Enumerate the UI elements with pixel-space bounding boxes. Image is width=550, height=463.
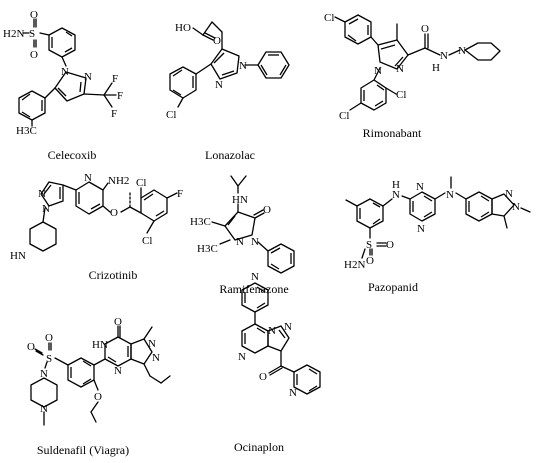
atom-o: O [114,316,122,328]
atom-oh: HO [175,22,191,34]
atom-nh2: NH2 [108,175,129,187]
atom-n: N [40,403,48,415]
atom-n: N [284,321,292,333]
atom-f: F [111,108,117,120]
atom-n: N [505,188,513,200]
sildenafil-atom-labels: O HN N N N S O O N N O [27,316,160,415]
atom-n: N [512,201,520,213]
rimonabant-atom-labels: Cl O N H N N N Cl Cl [324,12,466,122]
atom-n: N [84,172,92,184]
atom-n: N [215,79,223,91]
atom-cl: Cl [396,89,406,101]
atom-n: N [61,66,69,78]
atom-n: N [417,223,425,235]
atom-h: H [432,62,440,74]
atom-o: O [259,371,267,383]
atom-n: N [374,65,382,77]
atom-o: O [30,49,38,61]
atom-cl: Cl [324,12,334,24]
atom-n: N [239,60,247,72]
atom-o: O [27,341,35,353]
lonazolac-structure [169,21,290,108]
atom-cl: Cl [136,177,146,189]
caption-celecoxib: Celecoxib [47,148,97,162]
caption-pazopanid: Pazopanid [368,280,418,294]
atom-n: N [236,236,244,248]
atom-cl: Cl [339,110,349,122]
atom-f: F [177,188,183,200]
atom-n: N [392,189,400,201]
ramifenazone-atom-labels: H N O H3C N N H3C [190,194,271,255]
atom-n: N [114,365,122,377]
atom-nh2: H2N [3,28,24,40]
atom-cl: Cl [142,235,152,247]
atom-o: O [30,9,38,21]
atom-o: O [110,207,118,219]
atom-n: N [152,352,160,364]
atom-s: S [46,353,52,365]
caption-ocinaplon: Ocinaplon [234,440,284,454]
caption-ramifenazone: Ramifenazone [219,282,289,296]
atom-h: H [392,179,400,191]
atom-o: O [421,23,429,35]
atom-nh: H [232,194,240,206]
atom-n: N [416,181,424,193]
atom-n: N [238,351,246,363]
atom-n: N [440,50,448,62]
atom-f: F [117,90,123,102]
atom-n: N [40,368,48,380]
atom-ch3: H3C [197,243,218,255]
caption-crizotinib: Crizotinib [88,268,138,282]
atom-nh2: H2N [344,259,365,271]
atom-o: O [213,35,221,47]
atom-n: N [42,203,50,215]
pazopanib-structure [345,176,531,259]
atom-n: N [268,325,276,337]
pazopanib-atom-labels: N H N N N N N S O O H2N [344,179,520,271]
atom-nh: N [240,194,248,206]
atom-o: O [386,239,394,251]
atom-n: N [446,189,454,201]
caption-suldenafil: Suldenafil (Viagra) [36,443,130,457]
atom-o: O [45,332,53,344]
atom-s: S [29,28,35,40]
atom-n: N [84,71,92,83]
crizotinib-atom-labels: N NH2 O Cl F Cl N N HN [10,172,183,262]
atom-o: O [366,255,374,267]
lonazolac-atom-labels: HO O N N Cl [166,22,247,121]
atom-n: N [251,236,259,248]
sildenafil-structure [30,325,171,426]
atom-n: N [289,387,297,399]
atom-n: N [396,63,404,75]
atom-n: N [458,45,466,57]
ocinaplon-structure [241,282,321,395]
atom-nh: HN [10,250,26,262]
atom-n: N [38,188,46,200]
caption-lonazolac: Lonazolac [205,148,255,162]
atom-o: O [263,204,271,216]
atom-s: S [366,239,372,251]
atom-nh: HN [92,339,108,351]
ramifenazone-structure [211,175,295,274]
atom-n: N [148,338,156,350]
atom-f: F [112,73,118,85]
atom-o: O [94,391,102,403]
caption-rimonabant: Rimonabant [362,126,422,140]
rimonabant-structure [334,14,501,111]
crizotinib-structure [29,181,178,252]
celecoxib-atom-labels: S O O H2N N N F F F H3C [3,9,123,137]
atom-cl: Cl [166,109,176,121]
celecoxib-structure [18,18,117,127]
atom-ch3: H3C [190,216,211,228]
ocinaplon-atom-labels: N N N N O N [238,271,297,399]
atom-ch3: H3C [16,125,37,137]
atom-n: N [251,271,259,283]
